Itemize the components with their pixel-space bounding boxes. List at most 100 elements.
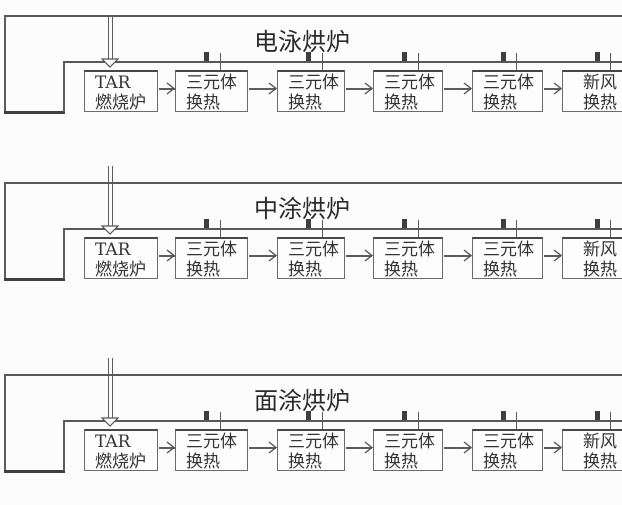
- oven-bottom-line: [64, 228, 622, 230]
- oven-section: 中涂烘炉 TAR 燃烧炉 三元体 换热 三元体 换热 三元体 换热: [0, 166, 622, 302]
- box-label-line1: 三元体: [483, 432, 534, 452]
- right-arrow-icon: [364, 82, 374, 95]
- heat-exchanger-box-3: 三元体 换热: [373, 237, 443, 279]
- right-arrow-icon: [166, 441, 176, 454]
- box-label-line2: 换热: [483, 93, 517, 112]
- flow-line: [544, 255, 561, 257]
- duct-tick-thick: [595, 411, 600, 420]
- flow-line: [544, 88, 561, 90]
- flow-line: [159, 255, 175, 257]
- duct-tick-thin: [418, 53, 419, 70]
- box-label-line2: 燃烧炉: [95, 93, 146, 112]
- box-label-line1: 三元体: [483, 73, 534, 93]
- duct-tick-thick: [402, 219, 407, 228]
- box-label-line2: 换热: [186, 93, 220, 112]
- box-label-line2: 换热: [288, 260, 322, 279]
- duct-tick-thick: [501, 219, 506, 228]
- down-arrow-icon: [101, 417, 119, 427]
- box-label-line1: TAR: [95, 73, 131, 93]
- duct-tick-thick: [306, 411, 311, 420]
- box-label-line2: 换热: [583, 260, 617, 279]
- flow-line: [249, 255, 276, 257]
- burner-supply-duct-right: [112, 358, 113, 422]
- duct-tick-thin: [322, 53, 323, 70]
- box-label-line1: 新风: [583, 240, 617, 260]
- down-arrow-icon: [101, 225, 119, 235]
- box-label-line2: 换热: [288, 452, 322, 471]
- oven-outline-top: [4, 15, 622, 17]
- duct-tick-thick: [204, 219, 209, 228]
- flow-line: [444, 88, 471, 90]
- flow-line: [346, 255, 372, 257]
- right-arrow-icon: [553, 82, 563, 95]
- heat-exchanger-box-1: 三元体 换热: [175, 237, 248, 279]
- right-arrow-icon: [364, 249, 374, 262]
- oven-outline-top: [4, 182, 622, 184]
- heat-exchanger-box-4: 三元体 换热: [472, 429, 543, 471]
- duct-tick-thick: [306, 52, 311, 61]
- box-label-line2: 换热: [186, 260, 220, 279]
- burner-supply-duct-left: [108, 358, 109, 422]
- box-label-line1: 三元体: [186, 240, 237, 260]
- right-arrow-icon: [268, 82, 278, 95]
- right-arrow-icon: [463, 82, 473, 95]
- oven-section: 面涂烘炉 TAR 燃烧炉 三元体 换热 三元体 换热 三元体 换热: [0, 358, 622, 494]
- heat-exchanger-box-3: 三元体 换热: [373, 70, 443, 112]
- duct-tick-thick: [595, 219, 600, 228]
- return-duct-right-wall: [63, 61, 65, 112]
- duct-tick-thin: [220, 53, 221, 70]
- tar-burner-box: TAR 燃烧炉: [84, 429, 158, 471]
- box-label-line2: 换热: [483, 452, 517, 471]
- duct-tick-thick: [204, 52, 209, 61]
- oven-title: 中涂烘炉: [254, 195, 350, 223]
- duct-tick-thick: [306, 219, 311, 228]
- box-label-line1: 新风: [583, 73, 617, 93]
- oven-title: 电泳烘炉: [254, 28, 350, 56]
- right-arrow-icon: [166, 82, 176, 95]
- box-label-line1: 三元体: [384, 240, 435, 260]
- duct-tick-thin: [220, 220, 221, 237]
- return-duct-bottom: [4, 470, 65, 473]
- fresh-air-heat-exchanger-box: 新风 换热: [562, 237, 622, 279]
- return-duct-bottom: [4, 278, 65, 281]
- fresh-air-heat-exchanger-box: 新风 换热: [562, 429, 622, 471]
- duct-tick-thin: [610, 220, 611, 237]
- oven-title: 面涂烘炉: [254, 387, 350, 415]
- box-label-line1: 三元体: [288, 432, 339, 452]
- burner-supply-duct-right: [112, 166, 113, 230]
- right-arrow-icon: [463, 441, 473, 454]
- heat-exchanger-box-4: 三元体 换热: [472, 70, 543, 112]
- flow-line: [159, 447, 175, 449]
- return-duct-right-wall: [63, 420, 65, 471]
- return-duct-left-wall: [4, 374, 6, 472]
- duct-tick-thick: [204, 411, 209, 420]
- fresh-air-heat-exchanger-box: 新风 换热: [562, 70, 622, 112]
- box-label-line2: 换热: [583, 93, 617, 112]
- box-label-line1: 新风: [583, 432, 617, 452]
- duct-tick-thin: [516, 412, 517, 429]
- box-label-line1: 三元体: [186, 432, 237, 452]
- heat-exchanger-box-3: 三元体 换热: [373, 429, 443, 471]
- burner-supply-duct-left: [108, 166, 109, 230]
- return-duct-bottom: [4, 111, 65, 114]
- duct-tick-thick: [402, 411, 407, 420]
- box-label-line1: TAR: [95, 240, 131, 260]
- duct-tick-thin: [322, 220, 323, 237]
- duct-tick-thin: [322, 412, 323, 429]
- box-label-line2: 换热: [483, 260, 517, 279]
- box-label-line2: 换热: [583, 452, 617, 471]
- right-arrow-icon: [553, 249, 563, 262]
- duct-tick-thin: [418, 220, 419, 237]
- right-arrow-icon: [268, 441, 278, 454]
- flow-line: [346, 447, 372, 449]
- box-label-line1: 三元体: [384, 432, 435, 452]
- box-label-line2: 换热: [384, 260, 418, 279]
- box-label-line1: 三元体: [483, 240, 534, 260]
- box-label-line2: 换热: [384, 452, 418, 471]
- box-label-line1: 三元体: [288, 73, 339, 93]
- duct-tick-thick: [595, 52, 600, 61]
- tar-burner-box: TAR 燃烧炉: [84, 237, 158, 279]
- right-arrow-icon: [364, 441, 374, 454]
- heat-exchanger-box-4: 三元体 换热: [472, 237, 543, 279]
- burner-supply-duct-left: [108, 15, 109, 63]
